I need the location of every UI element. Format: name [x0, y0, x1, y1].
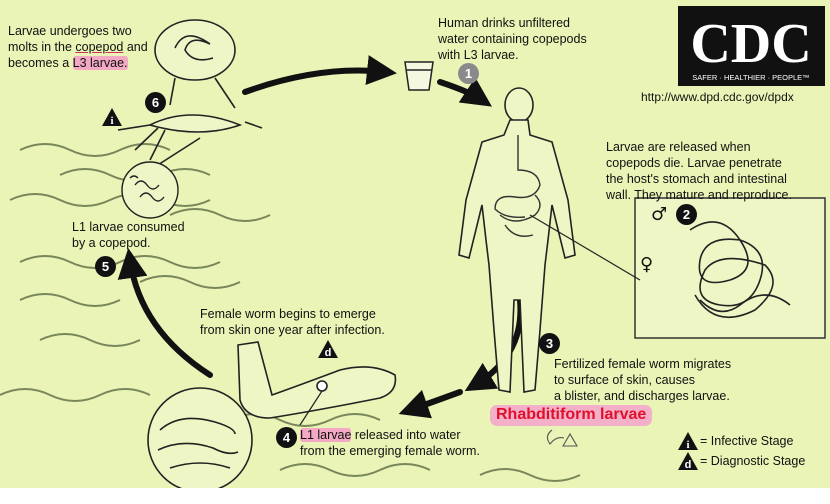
step-1-badge: 1	[458, 63, 479, 84]
svg-text:♂: ♂	[651, 204, 667, 225]
migrate-text-line1: Fertilized female worm migrates	[554, 357, 731, 372]
l3-larvae-highlight: L3 larvae.	[73, 56, 128, 70]
drink-text-line1: Human drinks unfiltered	[438, 16, 570, 31]
emerge-text-line1: Female worm begins to emerge	[200, 307, 376, 322]
water-glass-icon	[405, 62, 433, 90]
step-4-badge: 4	[276, 427, 297, 448]
legend-infective-icon: i	[678, 432, 698, 450]
copepod-word: copepod	[75, 40, 123, 54]
consumed-text-line1: L1 larvae consumed	[72, 220, 185, 235]
rhabditiform-larvae-label: Rhabditiform larvae	[490, 405, 652, 426]
diagnostic-stage-icon: d	[318, 340, 338, 358]
release-text-line3: the host's stomach and intestinal	[606, 172, 787, 187]
molt-text-line2: molts in the copepod and	[8, 40, 148, 55]
migrate-text-line3: a blister, and discharges larvae.	[554, 389, 730, 404]
l1-larvae-in-copepod	[122, 162, 178, 218]
cdc-url: http://www.dpd.cdc.gov/dpdx	[641, 90, 794, 105]
legend-infective-label: = Infective Stage	[700, 434, 793, 448]
step-6-badge: 6	[145, 92, 166, 113]
cdc-logo: CDC SAFER · HEALTHIER · PEOPLE™	[678, 6, 825, 86]
legend-diagnostic-label: = Diagnostic Stage	[700, 454, 805, 468]
cdc-logo-letters: CDC	[690, 13, 811, 75]
l1-larvae-in-water	[148, 388, 252, 488]
l1-larvae-highlight: L1 larvae	[300, 428, 351, 442]
legend-diagnostic-icon: d	[678, 452, 698, 470]
step-3-badge: 3	[539, 333, 560, 354]
cdc-logo-tagline: SAFER · HEALTHIER · PEOPLE™	[692, 73, 809, 82]
emerge-text-line2: from skin one year after infection.	[200, 323, 385, 338]
release-text-line1: Larvae are released when	[606, 140, 751, 155]
svg-text:i: i	[686, 439, 689, 450]
released-text-line2: from the emerging female worm.	[300, 444, 480, 459]
consumed-text-line2: by a copepod.	[72, 236, 151, 251]
release-text-line2: copepods die. Larvae penetrate	[606, 156, 782, 171]
drink-text-line3: with L3 larvae.	[438, 48, 519, 63]
svg-text:i: i	[110, 115, 113, 126]
release-text-line4: wall. They mature and reproduce.	[606, 188, 792, 203]
migrate-text-line2: to surface of skin, causes	[554, 373, 695, 388]
drink-text-line2: water containing copepods	[438, 32, 587, 47]
molt-text-line1: Larvae undergoes two	[8, 24, 132, 39]
infective-stage-icon: i	[102, 108, 122, 126]
svg-text:d: d	[685, 459, 692, 470]
svg-text:♀: ♀	[640, 254, 653, 275]
step-5-badge: 5	[95, 256, 116, 277]
svg-text:d: d	[325, 347, 332, 358]
step-2-badge: 2	[676, 204, 697, 225]
released-text-line1: L1 larvae released into water	[300, 428, 461, 443]
molt-text-line3: becomes a L3 larvae.	[8, 56, 128, 71]
